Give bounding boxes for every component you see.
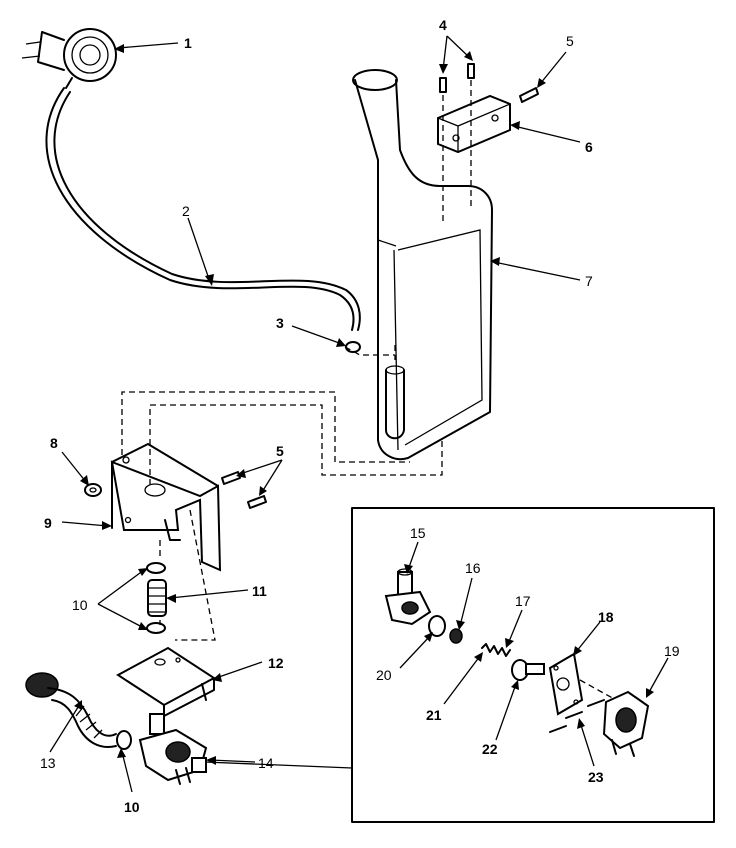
callout-4: 4 (439, 17, 447, 33)
washer-16 (449, 628, 463, 644)
hose-clamp (345, 341, 361, 353)
spring-21 (481, 643, 511, 657)
o-ring-20 (428, 615, 446, 637)
callout-1: 1 (184, 35, 192, 51)
callout-16: 16 (465, 560, 481, 576)
mounting-screws-mid (221, 471, 267, 509)
callout-3: 3 (276, 315, 284, 331)
clamp-10-lower (146, 622, 166, 634)
pressure-hose (45, 87, 361, 331)
clamp-10-hose (116, 730, 132, 750)
callout-6: 6 (585, 139, 593, 155)
callout-23: 23 (588, 769, 604, 785)
nut-8 (84, 483, 102, 497)
callout-5-top: 5 (566, 33, 574, 49)
callout-17: 17 (515, 593, 531, 609)
detail-inset-frame (351, 507, 715, 823)
water-tank (352, 69, 493, 460)
valve-plate (116, 646, 216, 717)
screws-23 (549, 699, 605, 733)
leader-lines (49, 35, 669, 793)
callout-10-left: 10 (72, 597, 88, 613)
mounting-screws-top (439, 63, 539, 103)
callout-21: 21 (426, 707, 442, 723)
callout-10-bottom: 10 (124, 799, 140, 815)
pressure-switch (21, 28, 117, 89)
callout-5-mid: 5 (276, 443, 284, 459)
callout-22: 22 (482, 741, 498, 757)
callout-19: 19 (664, 643, 680, 659)
callout-7: 7 (585, 273, 593, 289)
solenoid-19 (602, 690, 650, 757)
valve-bracket (110, 443, 222, 572)
callout-11: 11 (252, 583, 267, 599)
plunger-22 (511, 659, 545, 681)
callout-14: 14 (258, 755, 274, 771)
callout-20: 20 (376, 667, 392, 683)
gasket-plate-18 (548, 652, 584, 716)
callout-12: 12 (268, 655, 284, 671)
mounting-bracket (437, 94, 511, 154)
water-valve (138, 713, 208, 785)
valve-body-15 (384, 568, 432, 626)
clamp-10-upper (146, 562, 166, 574)
callout-9: 9 (44, 515, 52, 531)
callout-13: 13 (40, 755, 56, 771)
callout-2: 2 (182, 203, 190, 219)
callout-8: 8 (50, 435, 58, 451)
callout-18: 18 (598, 609, 614, 625)
callout-labels: 1 2 3 4 5 6 7 8 9 5 10 11 12 13 10 14 15… (40, 17, 680, 815)
callout-15: 15 (410, 525, 426, 541)
fill-hose (25, 672, 117, 748)
hose-11 (147, 579, 167, 617)
